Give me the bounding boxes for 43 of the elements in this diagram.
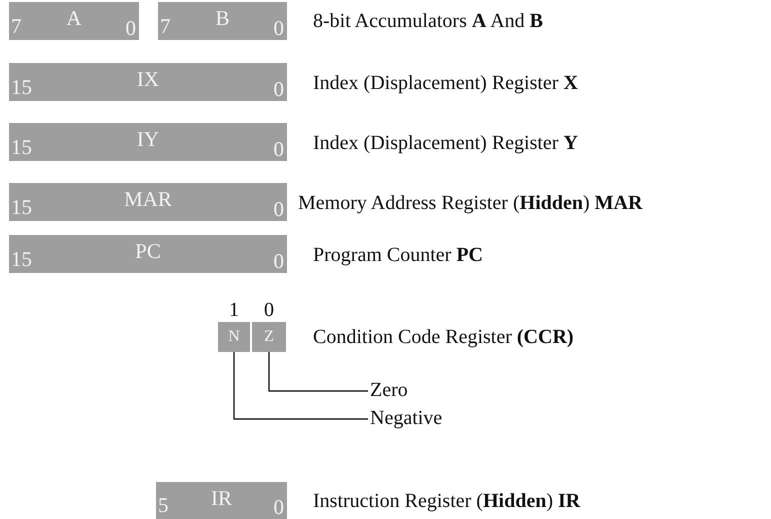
leader-line xyxy=(233,352,368,420)
flag-bit-box: N xyxy=(218,322,250,352)
bit-number: 15 xyxy=(11,197,32,218)
register-name: IX xyxy=(136,69,160,90)
register-box xyxy=(9,123,287,161)
bit-number: 7 xyxy=(160,16,170,37)
bit-number: 0 xyxy=(274,199,284,220)
register-description: Program Counter PC xyxy=(313,245,483,265)
flag-bit-box: Z xyxy=(252,322,286,352)
bit-number: 0 xyxy=(274,497,284,518)
flag-name: Negative xyxy=(370,408,442,428)
register-box xyxy=(9,235,287,273)
register-box xyxy=(9,2,139,40)
bit-number: 15 xyxy=(11,137,32,158)
register-name: PC xyxy=(135,241,161,262)
register-name: B xyxy=(216,8,230,29)
register-name: IY xyxy=(136,129,160,150)
register-description: Index (Displacement) Register X xyxy=(313,73,578,93)
register-description: 8-bit Accumulators A And B xyxy=(313,11,543,31)
register-description: Condition Code Register (CCR) xyxy=(313,327,574,347)
flag-name: Zero xyxy=(370,380,408,400)
bit-number: 0 xyxy=(274,251,284,272)
register-name: IR xyxy=(211,488,232,509)
bit-number: 0 xyxy=(274,139,284,160)
register-box xyxy=(158,2,287,40)
bit-number: 5 xyxy=(158,495,168,516)
bit-number: 0 xyxy=(274,18,284,39)
bit-number: 15 xyxy=(11,77,32,98)
leader-line xyxy=(268,352,368,392)
bit-number: 15 xyxy=(11,249,32,270)
register-box xyxy=(9,183,287,221)
register-name: MAR xyxy=(124,189,172,210)
bit-number: 1 xyxy=(229,300,239,320)
bit-number: 0 xyxy=(126,18,136,39)
bit-number: 7 xyxy=(11,16,22,37)
register-description: Memory Address Register (Hidden) MAR xyxy=(298,193,642,213)
register-name: A xyxy=(66,8,82,29)
bit-number: 0 xyxy=(264,300,274,320)
register-box xyxy=(9,63,287,101)
bit-number: 0 xyxy=(274,79,284,100)
register-description: Index (Displacement) Register Y xyxy=(313,133,578,153)
register-box xyxy=(156,482,287,519)
register-description: Instruction Register (Hidden) IR xyxy=(313,491,580,511)
